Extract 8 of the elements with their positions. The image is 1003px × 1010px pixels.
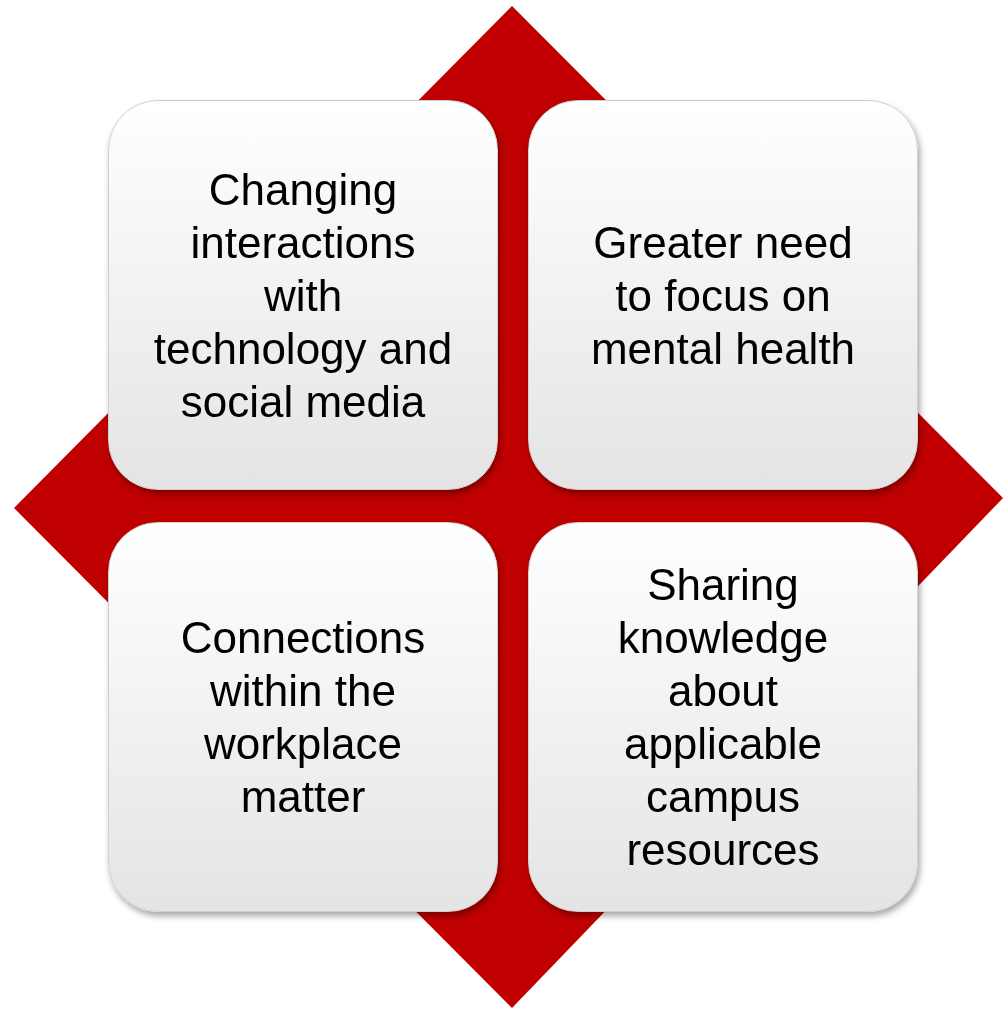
- rounded-card: [528, 100, 918, 490]
- rounded-card: [108, 522, 498, 912]
- card-text: Sharing knowledge about applicable campus resources: [616, 559, 830, 876]
- card-text: Greater need to focus on mental health: [589, 216, 857, 375]
- card-text: Connections within the workplace matter: [179, 612, 427, 823]
- card-text: Changing interactions with technology and social media: [153, 163, 453, 428]
- rounded-card: [528, 522, 918, 912]
- rounded-card: [108, 100, 498, 490]
